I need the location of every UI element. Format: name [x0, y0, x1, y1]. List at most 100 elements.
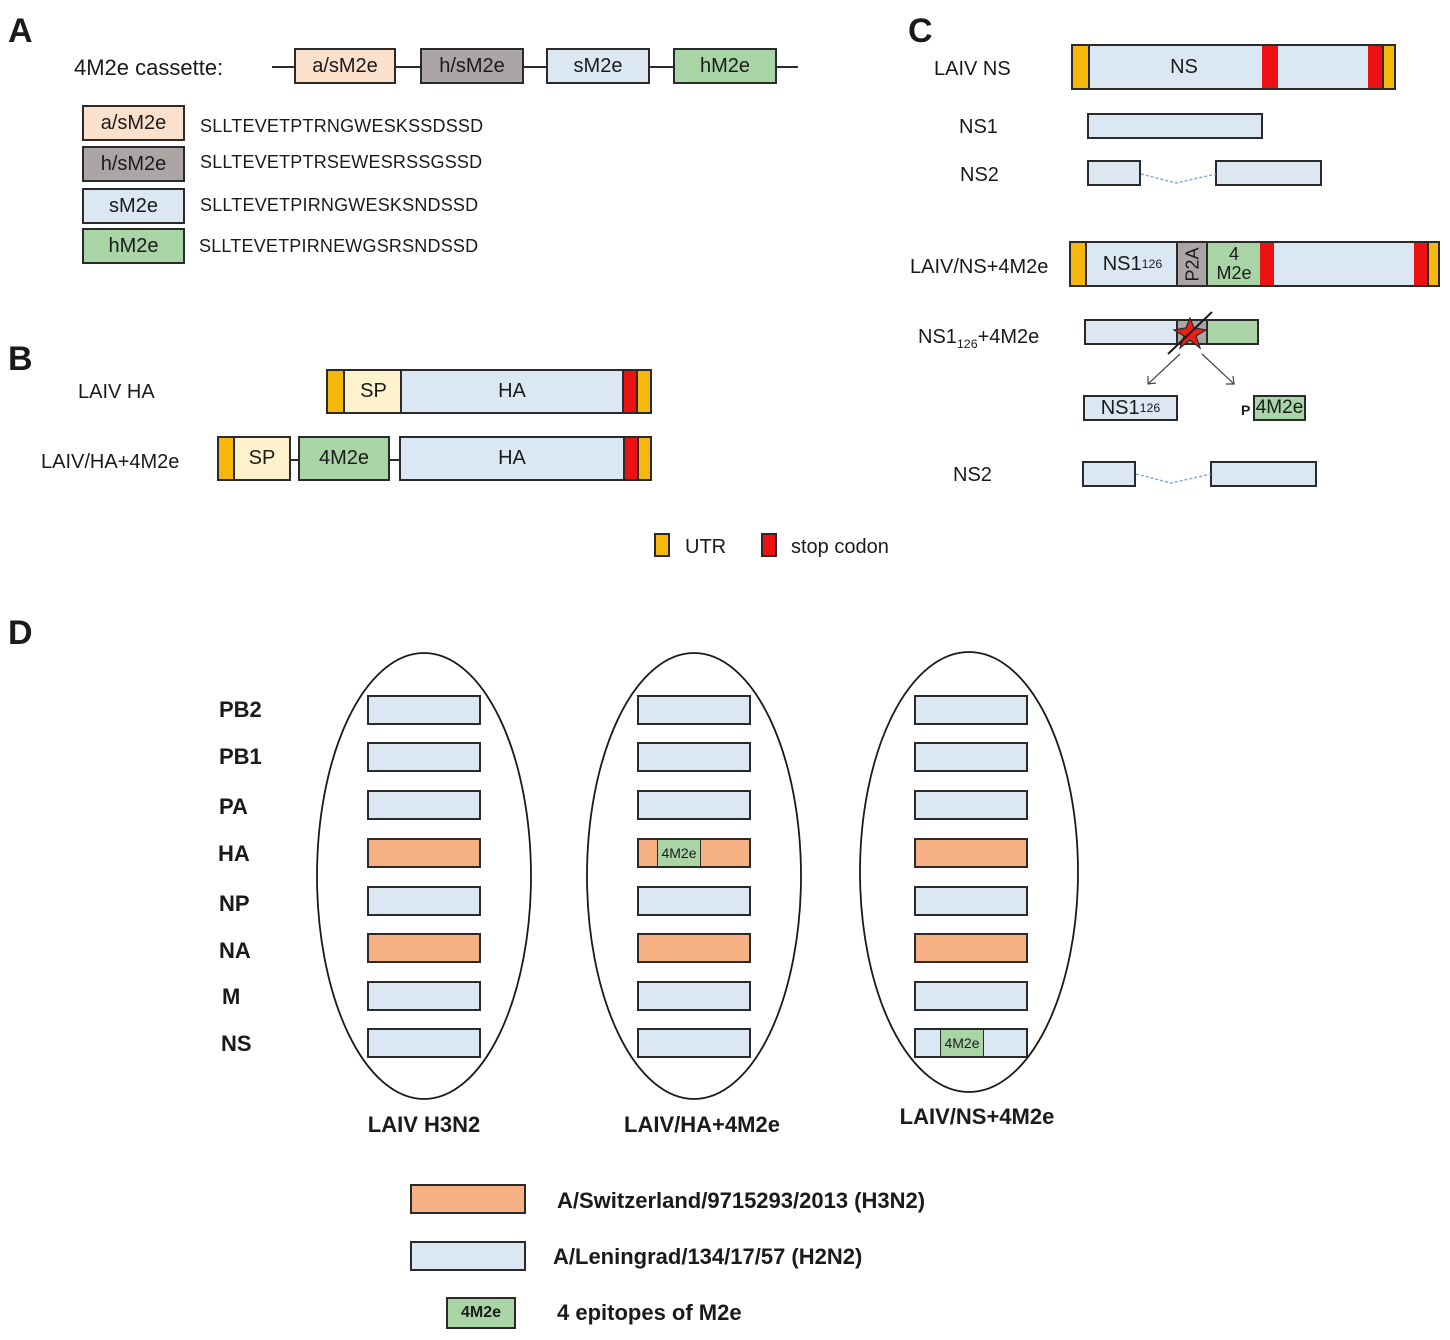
cassette-box-a-sm2e: a/sM2e	[294, 48, 396, 84]
cleavage-mark-icon	[1167, 311, 1213, 355]
strain-title-laiv-h3n2: LAIV H3N2	[367, 1112, 481, 1137]
strain-title-laiv-ha-4m2e: LAIV/HA+4M2e	[624, 1112, 780, 1137]
segment-laiv-ha-4m2e-ns	[637, 1028, 751, 1058]
segment-laiv-h3n2-np	[367, 886, 481, 916]
ns1-126-4m2e-label: NS1126+4M2e	[918, 326, 1040, 351]
ns2-bottom-exon2	[1210, 461, 1317, 487]
legend-switzerland-text: A/Switzerland/9715293/2013 (H3N2)	[557, 1188, 926, 1213]
ns2-splice-line	[1140, 173, 1217, 184]
ns1-label: NS1	[959, 116, 998, 138]
laiv-ha-4m2e-insert: 4M2e	[298, 436, 390, 481]
legend-leningrad-text: A/Leningrad/134/17/57 (H2N2)	[553, 1244, 863, 1269]
segment-laiv-ha-4m2e-pa	[637, 790, 751, 820]
segment-laiv-h3n2-ha	[367, 838, 481, 868]
segment-laiv-h3n2-m	[367, 981, 481, 1011]
cassette-box-hm2e: hM2e	[673, 48, 777, 84]
gene-label-ha: HA	[218, 841, 250, 866]
laiv-ha-4m2e-label: LAIV/HA+4M2e	[41, 451, 180, 473]
segment-laiv-ha-4m2e-na	[637, 933, 751, 963]
legend-switzerland-swatch	[410, 1184, 526, 1214]
segment-laiv-ns-4m2e-pb1	[914, 742, 1028, 772]
ns2-bottom-label: NS2	[953, 464, 992, 486]
legend-4m2e-swatch: 4M2e	[446, 1297, 516, 1329]
segment-laiv-h3n2-na	[367, 933, 481, 963]
laiv-ha-4m2e-ha: HA	[498, 447, 526, 469]
legend-leningrad-swatch	[410, 1241, 526, 1271]
virion-ellipses	[316, 651, 1079, 1100]
laiv-ha-ha: HA	[498, 380, 526, 402]
segment-laiv-ns-4m2e-ha	[914, 838, 1028, 868]
gene-label-pa: PA	[219, 794, 248, 819]
laiv-ha-4m2e-sp: SP	[248, 447, 276, 469]
gene-label-pb1: PB1	[219, 744, 262, 769]
gene-label-pb2: PB2	[219, 697, 262, 722]
segment-laiv-ha-4m2e-pb1	[637, 742, 751, 772]
virion-ellipse-laiv-h3n2	[316, 652, 532, 1100]
strain-title-laiv-ns-4m2e: LAIV/NS+4M2e	[899, 1104, 1055, 1129]
insert-4m2e-laiv-ns-4m2e: 4M2e	[940, 1030, 984, 1056]
ns2-bottom-exon1	[1082, 461, 1136, 487]
segment-laiv-ns-4m2e-pb2	[914, 695, 1028, 725]
legend-stop-label: stop codon	[791, 536, 889, 558]
legend-stop-swatch	[761, 533, 777, 557]
laiv-ns-label: LAIV NS	[934, 58, 1011, 80]
seq-hm2e: SLLTEVETPIRNEWGSRSNDSSD	[199, 236, 479, 256]
ns2-exon2	[1215, 160, 1322, 186]
panel-letter-d: D	[8, 614, 33, 652]
laiv-ns-4m2e-label: LAIV/NS+4M2e	[910, 256, 1049, 278]
insert-4m2e-laiv-ha-4m2e: 4M2e	[657, 840, 701, 866]
virion-ellipse-laiv-ha-4m2e	[586, 652, 802, 1100]
gene-label-na: NA	[219, 938, 251, 963]
segment-laiv-h3n2-pa	[367, 790, 481, 820]
segment-laiv-h3n2-pb2	[367, 695, 481, 725]
seq-key-h-sm2e: h/sM2e	[82, 146, 185, 182]
cleavage-arrows	[1147, 353, 1235, 385]
legend-4m2e-text: 4 epitopes of M2e	[557, 1300, 742, 1325]
laiv-ns-ns: NS	[1170, 55, 1198, 78]
laiv-ha-4m2e-ha-block: HA	[399, 436, 652, 481]
legend-utr-label: UTR	[685, 536, 727, 558]
cassette-line	[272, 66, 798, 68]
segment-laiv-ha-4m2e-ha: 4M2e	[637, 838, 751, 868]
seq-sm2e: SLLTEVETPIRNGWESKSNDSSD	[200, 195, 479, 215]
laiv-ha-4m2e-sp-block: SP	[217, 436, 291, 481]
segment-laiv-ns-4m2e-m	[914, 981, 1028, 1011]
segment-laiv-h3n2-pb1	[367, 742, 481, 772]
legend-utr-swatch	[654, 533, 670, 557]
ns1-bar	[1087, 113, 1263, 139]
seq-key-sm2e: sM2e	[82, 188, 185, 224]
seq-key-a-sm2e: a/sM2e	[82, 105, 185, 141]
product-4m2e: 4M2e	[1253, 395, 1306, 421]
laiv-ns-gene: NS	[1071, 44, 1396, 90]
cassette-box-sm2e: sM2e	[546, 48, 650, 84]
cassette-label: 4M2e cassette:	[74, 55, 224, 80]
virion-ellipse-laiv-ns-4m2e	[859, 651, 1079, 1093]
seq-h-sm2e: SLLTEVETPTRSEWESRSSGSSD	[200, 152, 483, 172]
segment-laiv-h3n2-ns	[367, 1028, 481, 1058]
panel-letter-a: A	[8, 12, 33, 50]
laiv-ha-label: LAIV HA	[78, 381, 155, 403]
segment-laiv-ns-4m2e-ns: 4M2e	[914, 1028, 1028, 1058]
panel-letter-c: C	[908, 12, 933, 50]
segment-laiv-ns-4m2e-pa	[914, 790, 1028, 820]
segment-laiv-ha-4m2e-m	[637, 981, 751, 1011]
gene-label-m: M	[222, 984, 241, 1009]
segment-laiv-ns-4m2e-na	[914, 933, 1028, 963]
laiv-ns-4m2e-p2a: P2A	[1182, 246, 1203, 282]
ns2-label: NS2	[960, 164, 999, 186]
segment-laiv-ha-4m2e-pb2	[637, 695, 751, 725]
segment-laiv-ns-4m2e-np	[914, 886, 1028, 916]
ns2-bottom-splice-line	[1135, 473, 1212, 484]
product-p-label: P	[1241, 402, 1251, 418]
segment-laiv-ha-4m2e-np	[637, 886, 751, 916]
cassette-box-h-sm2e: h/sM2e	[420, 48, 524, 84]
laiv-ha-sp: SP	[360, 380, 387, 402]
seq-key-hm2e: hM2e	[82, 228, 185, 264]
seq-a-sm2e: SLLTEVETPTRNGWESKSSDSSD	[200, 116, 484, 136]
gene-label-np: NP	[219, 891, 250, 916]
gene-label-ns: NS	[221, 1031, 252, 1056]
